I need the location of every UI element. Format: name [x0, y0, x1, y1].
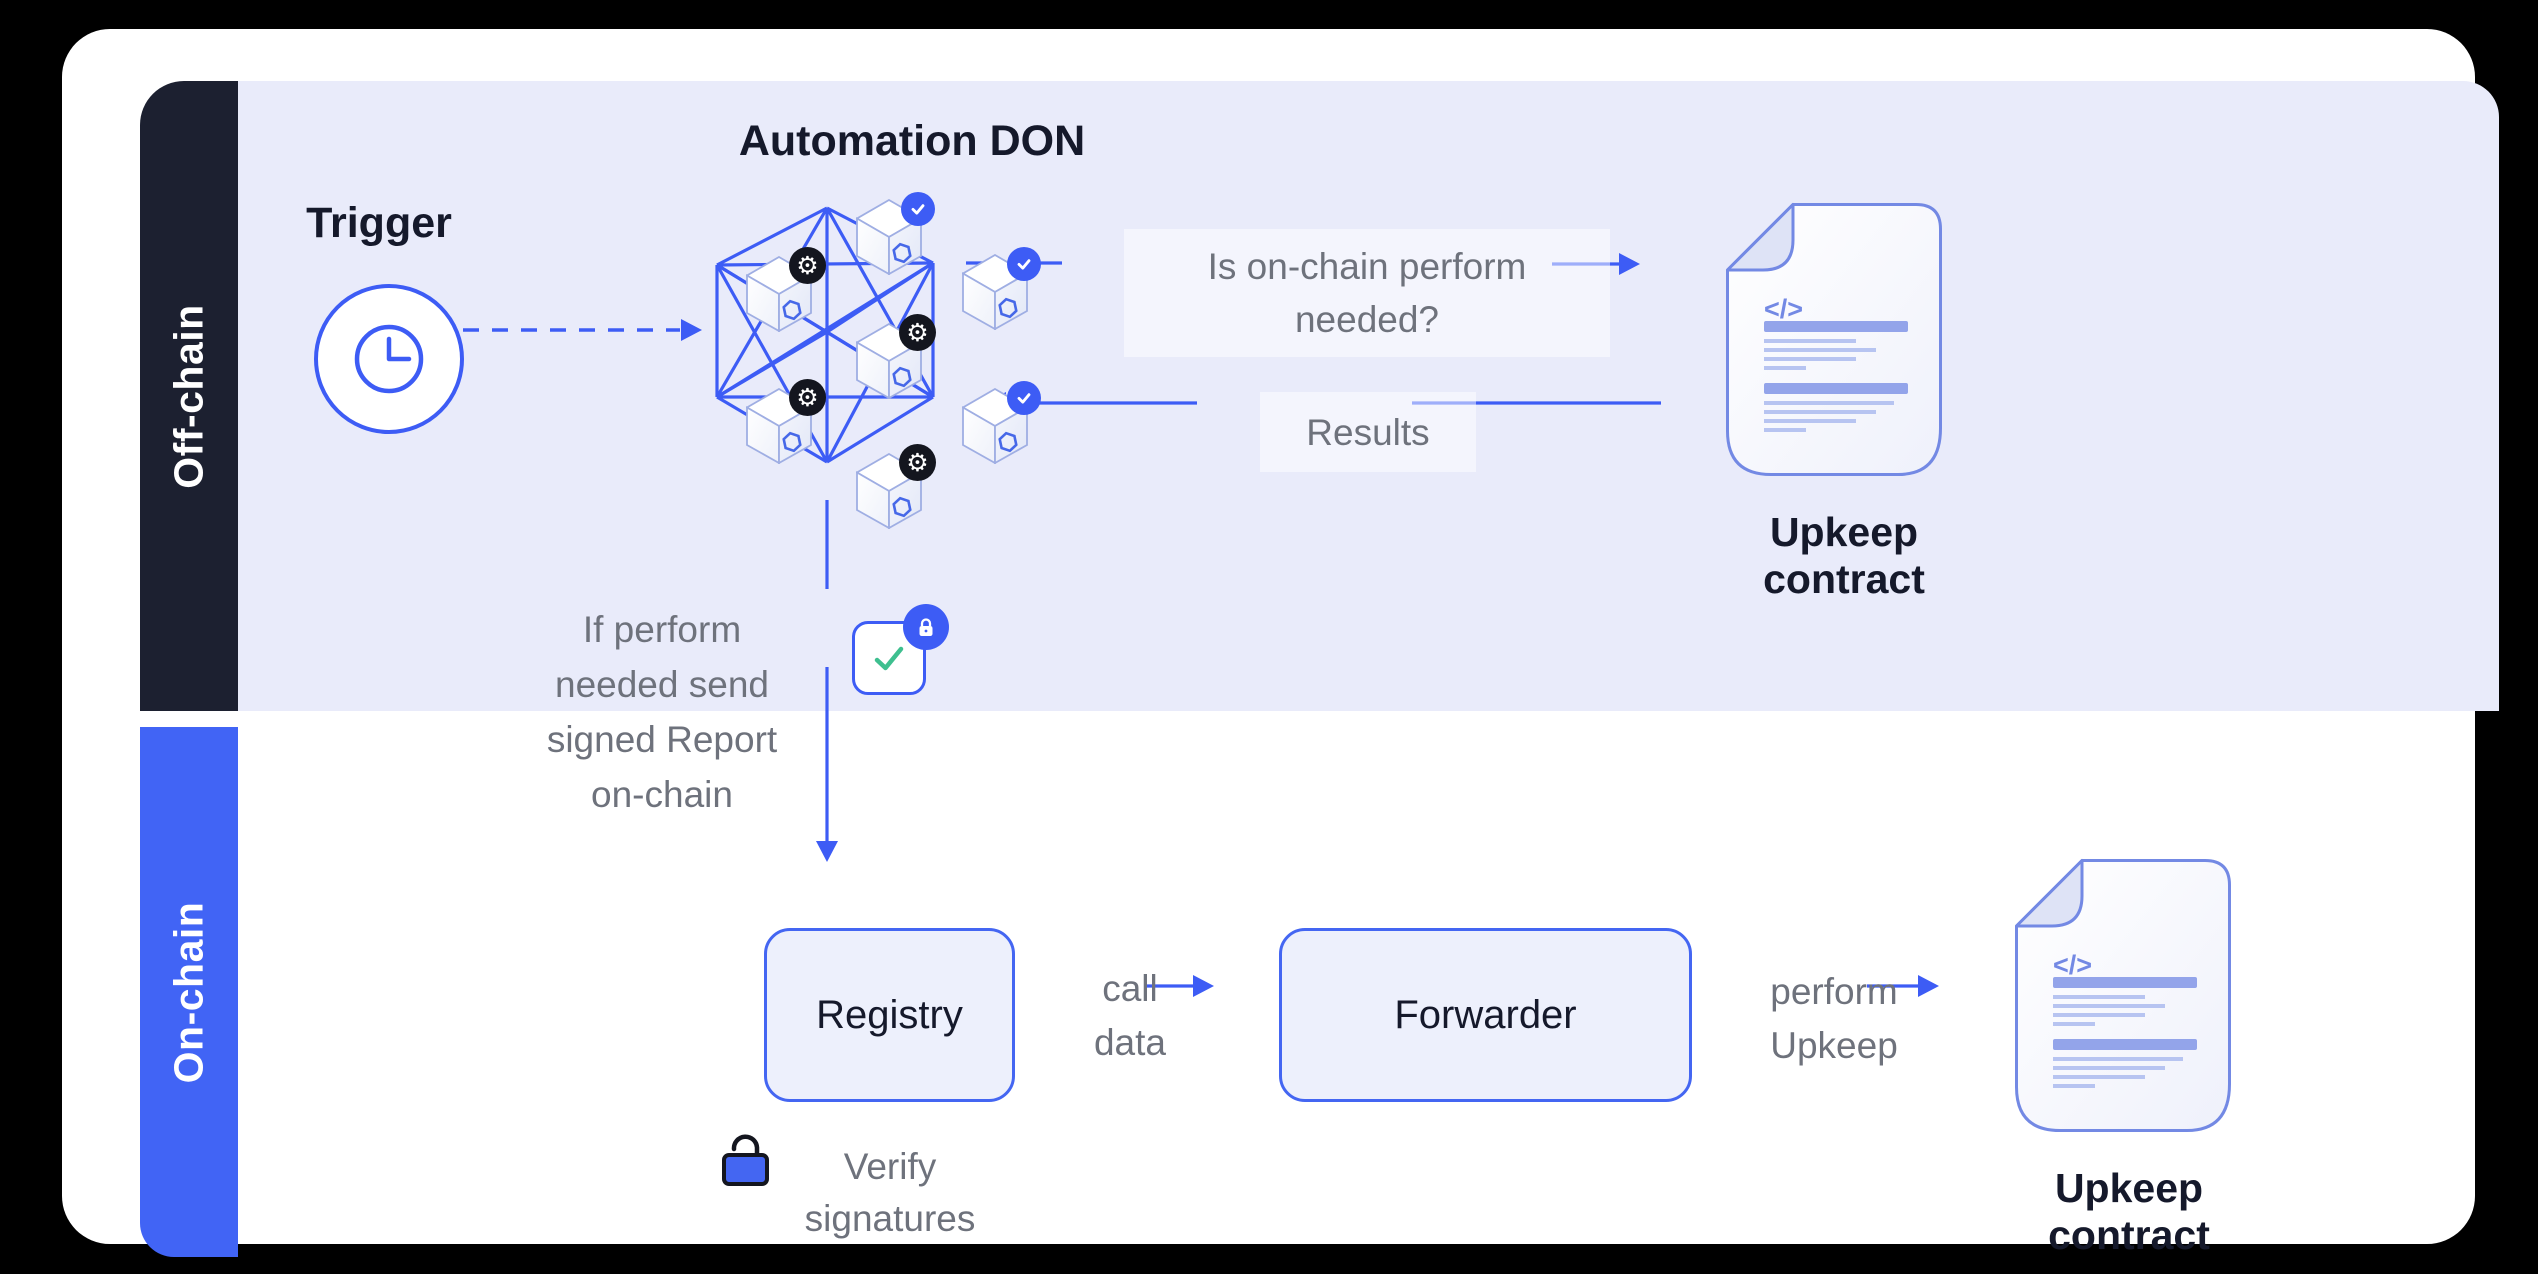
upkeep-contract-doc-bottom: </>	[2014, 858, 2232, 1138]
check-icon	[1007, 381, 1041, 415]
lock-icon	[903, 604, 949, 650]
upkeep-contract-doc-top: </>	[1725, 202, 1943, 482]
don-node: ⚙︎	[745, 379, 826, 465]
off-chain-label: Off-chain	[165, 303, 212, 489]
perform-upkeep-note: perform Upkeep	[1770, 971, 1898, 1066]
is-perform-note: Is on-chain perform needed?	[1124, 229, 1610, 357]
check-icon	[901, 192, 935, 226]
chainlink-hexagon-icon	[892, 496, 912, 518]
signed-report-icon	[852, 604, 949, 695]
gear-icon: ⚙︎	[789, 247, 826, 284]
chainlink-hexagon-icon	[998, 431, 1018, 453]
unlock-icon	[720, 1125, 772, 1192]
chainlink-hexagon-icon	[782, 299, 802, 321]
trigger-title: Trigger	[306, 199, 452, 247]
sidebar-on-chain: On-chain	[140, 727, 238, 1257]
forwarder-label: Forwarder	[1394, 992, 1577, 1037]
gear-icon: ⚙︎	[899, 444, 936, 481]
registry-box: Registry	[764, 928, 1015, 1102]
gear-icon: ⚙︎	[789, 379, 826, 416]
sidebar-off-chain: Off-chain	[140, 81, 238, 711]
chainlink-hexagon-icon	[892, 242, 912, 264]
code-icon: </>	[1764, 294, 1803, 324]
folded-corner	[1726, 203, 1795, 272]
verify-signatures-note: Verify signatures	[804, 1146, 976, 1239]
on-chain-label: On-chain	[165, 901, 212, 1083]
don-node: ⚙︎	[745, 247, 826, 333]
diagram-card: Off-chain On-chain	[62, 29, 2499, 1258]
node-cube-icon	[961, 387, 1029, 465]
gear-icon: ⚙︎	[899, 314, 936, 351]
don-node: ⚙︎	[855, 444, 936, 530]
call-data-note: call data	[1093, 968, 1166, 1063]
code-icon: </>	[2053, 950, 2092, 980]
chainlink-hexagon-icon	[892, 366, 912, 388]
upkeep-contract-label-bottom: Upkeep contract	[2048, 1165, 2210, 1258]
folded-corner	[2015, 859, 2084, 928]
forwarder-box: Forwarder	[1279, 928, 1692, 1102]
trigger-node	[314, 284, 464, 434]
node-cube-icon	[961, 253, 1029, 331]
don-node: ⚙︎	[855, 314, 936, 400]
check-icon	[874, 646, 904, 671]
results-note: Results	[1260, 392, 1476, 472]
don-node	[855, 192, 935, 276]
registry-label: Registry	[816, 992, 963, 1037]
don-node	[961, 381, 1041, 465]
node-cube-icon	[745, 387, 813, 465]
don-title: Automation DON	[738, 117, 1086, 165]
chainlink-hexagon-icon	[998, 297, 1018, 319]
check-icon	[1007, 247, 1041, 281]
if-perform-note: If perform needed send signed Report on-…	[546, 609, 778, 815]
upkeep-contract-label-top: Upkeep contract	[1763, 509, 1925, 602]
chainlink-hexagon-icon	[782, 431, 802, 453]
document-icon: </>	[2015, 859, 2231, 1132]
document-icon: </>	[1726, 203, 1942, 476]
don-node	[961, 247, 1041, 331]
clock-icon	[354, 324, 424, 394]
